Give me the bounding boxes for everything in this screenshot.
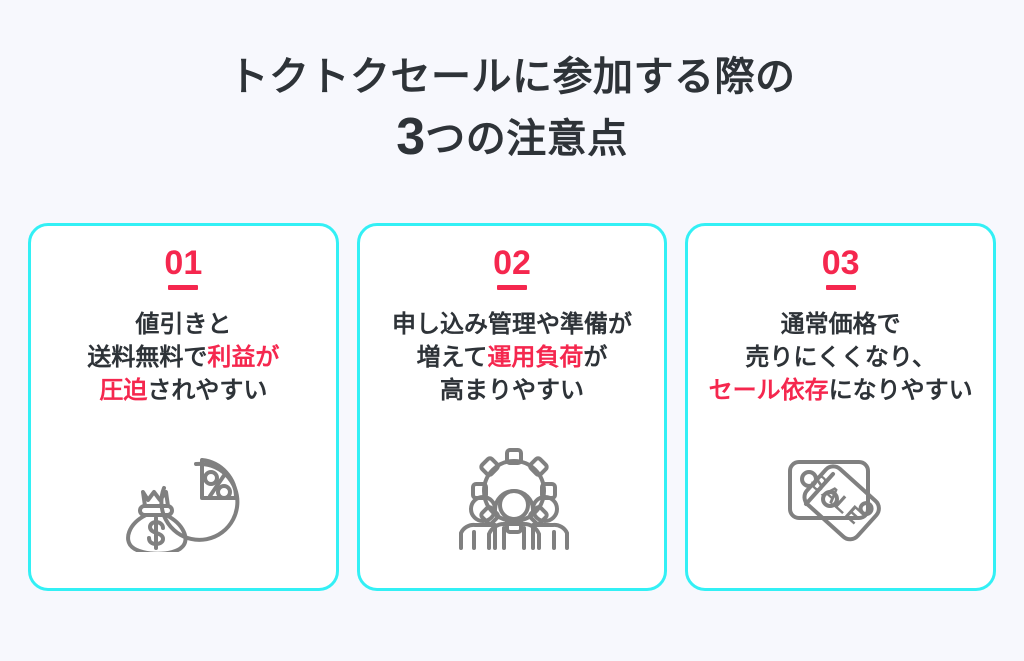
card-number-label: 02	[493, 244, 531, 282]
page-title-line-2: 3つの注意点	[0, 110, 1024, 175]
svg-text:SALE: SALE	[805, 469, 868, 530]
page-title-line-1: トクトクセールに参加する際の	[228, 55, 796, 99]
card-description-line: 売りにくくなり、	[709, 341, 973, 374]
sale-price-tags-percent-icon: SALE	[776, 448, 906, 552]
card-number-underline	[497, 285, 527, 290]
gear-team-people-icon	[447, 448, 577, 552]
card-description-line: 圧迫されやすい	[87, 374, 279, 407]
plain-text: 増えて	[416, 344, 488, 371]
plain-text: になりやすい	[828, 377, 973, 404]
card-description: 申し込み管理や準備が増えて運用負荷が高まりやすい	[392, 308, 632, 407]
card-02: 02 申し込み管理や準備が増えて運用負荷が高まりやすい	[356, 223, 668, 591]
plain-text: 高まりやすい	[440, 377, 584, 404]
money-bag-pie-chart-percent-icon	[118, 448, 248, 552]
page-title: トクトクセールに参加する際の 3つの注意点	[0, 52, 1024, 175]
plain-text: 申し込み管理や準備が	[392, 311, 632, 338]
plain-text: 値引きと	[135, 311, 232, 338]
card-description-line: 値引きと	[87, 308, 279, 341]
card-description-line: 高まりやすい	[392, 374, 632, 407]
plain-text: 送料無料で	[87, 344, 208, 371]
card-number-underline	[168, 285, 199, 290]
highlight-text: セール依存	[708, 377, 829, 404]
plain-text: 通常価格で	[780, 311, 901, 338]
highlight-text: 利益が	[207, 344, 280, 371]
page-title-count: 3	[396, 108, 426, 166]
card-description: 通常価格で売りにくくなり、セール依存になりやすい	[709, 308, 973, 407]
plain-text: が	[583, 344, 608, 371]
card-description-line: 申し込み管理や準備が	[392, 308, 632, 341]
card-number-label: 03	[821, 244, 860, 282]
card-description-line: 送料無料で利益が	[87, 341, 279, 374]
card-description-line: セール依存になりやすい	[709, 374, 973, 407]
card-number-label: 01	[164, 244, 203, 282]
plain-text: 売りにくくなり、	[745, 344, 936, 371]
card-description-line: 増えて運用負荷が	[392, 341, 632, 374]
card-description: 値引きと送料無料で利益が圧迫されやすい	[87, 308, 279, 407]
card-03: 03 通常価格で売りにくくなり、セール依存になりやすい SALE	[685, 223, 997, 591]
page-title-suffix: つの注意点	[425, 117, 628, 161]
highlight-text: 運用負荷	[487, 344, 584, 371]
highlight-text: 圧迫	[99, 377, 148, 404]
card-number-underline	[825, 285, 856, 290]
plain-text: されやすい	[147, 377, 268, 404]
card-description-line: 通常価格で	[709, 308, 973, 341]
